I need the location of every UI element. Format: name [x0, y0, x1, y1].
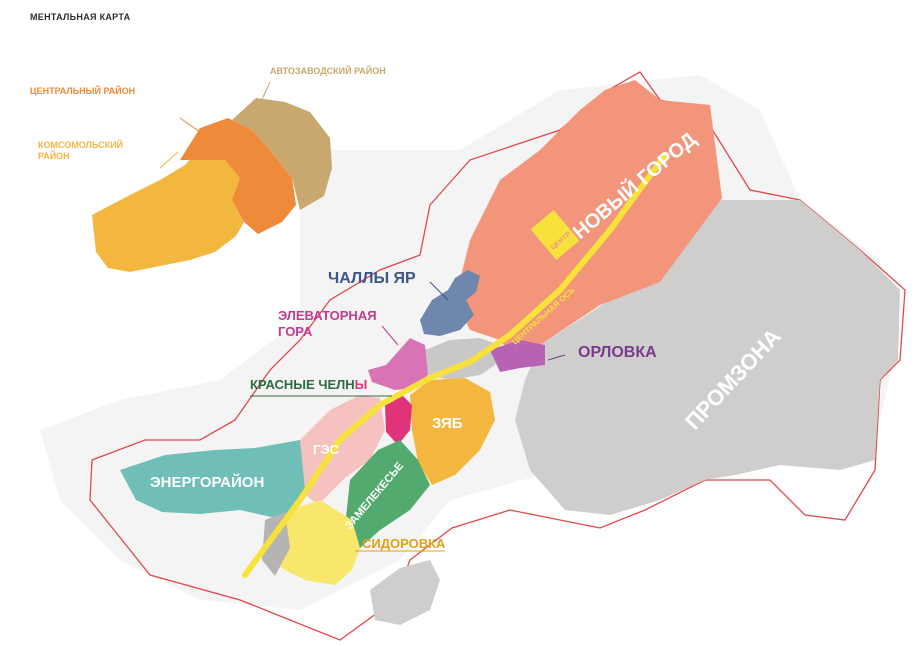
label-sidorovka: СИДОРОВКА: [362, 536, 446, 551]
inset-komsomol-area: [92, 148, 244, 272]
area-zamelekesye: [344, 440, 430, 548]
area-novy-gorod: [455, 80, 722, 365]
label-elevatornaya-2: ГОРА: [278, 324, 313, 339]
inset-label-central: ЦЕНТРАЛЬНЫЙ РАЙОН: [30, 85, 135, 96]
orlovka-leader: [547, 354, 566, 361]
inset-label-avtozavod: АВТОЗАВОДСКИЙ РАЙОН: [270, 65, 386, 76]
inset-label-komsomol-2: РАЙОН: [38, 150, 70, 161]
central-axis-line: [242, 152, 668, 578]
label-ges: ГЭС: [313, 442, 340, 457]
inset-central-area: [180, 118, 296, 234]
inset-label-komsomol: КОМСОМОЛЬСКИЙ: [38, 139, 123, 150]
area-sidorovka: [270, 500, 360, 585]
area-energorayon: [120, 440, 305, 520]
label-krasnye-chelny: КРАСНЫЕ ЧЕЛНЫ: [250, 377, 367, 392]
area-zyab: [410, 378, 495, 485]
city-boundary: [89, 71, 906, 641]
elevatornaya-leader: [381, 325, 399, 346]
chally-leader: [429, 281, 449, 301]
area-orlovka: [490, 340, 545, 372]
area-chally-yar: [420, 270, 480, 336]
label-energorayon: ЭНЕРГОРАЙОН: [150, 473, 264, 491]
area-promzona: [515, 200, 900, 515]
label-elevatornaya: ЭЛЕВАТОРНАЯ: [278, 308, 377, 323]
inset-avtozavod-area: [232, 98, 332, 210]
inset-map: ЦЕНТРАЛЬНЫЙ РАЙОН АВТОЗАВОДСКИЙ РАЙОН КО…: [30, 65, 386, 272]
label-chally-yar: ЧАЛЛЫ ЯР: [328, 270, 416, 287]
label-orlovka: ОРЛОВКА: [578, 344, 657, 361]
area-krasnye-chelny: [385, 395, 412, 445]
area-elevatornaya: [368, 338, 428, 390]
label-zyab: ЗЯБ: [432, 415, 463, 432]
page-title: МЕНТАЛЬНАЯ КАРТА: [30, 12, 131, 22]
area-south-gray: [370, 560, 440, 625]
area-centr: [530, 210, 580, 260]
